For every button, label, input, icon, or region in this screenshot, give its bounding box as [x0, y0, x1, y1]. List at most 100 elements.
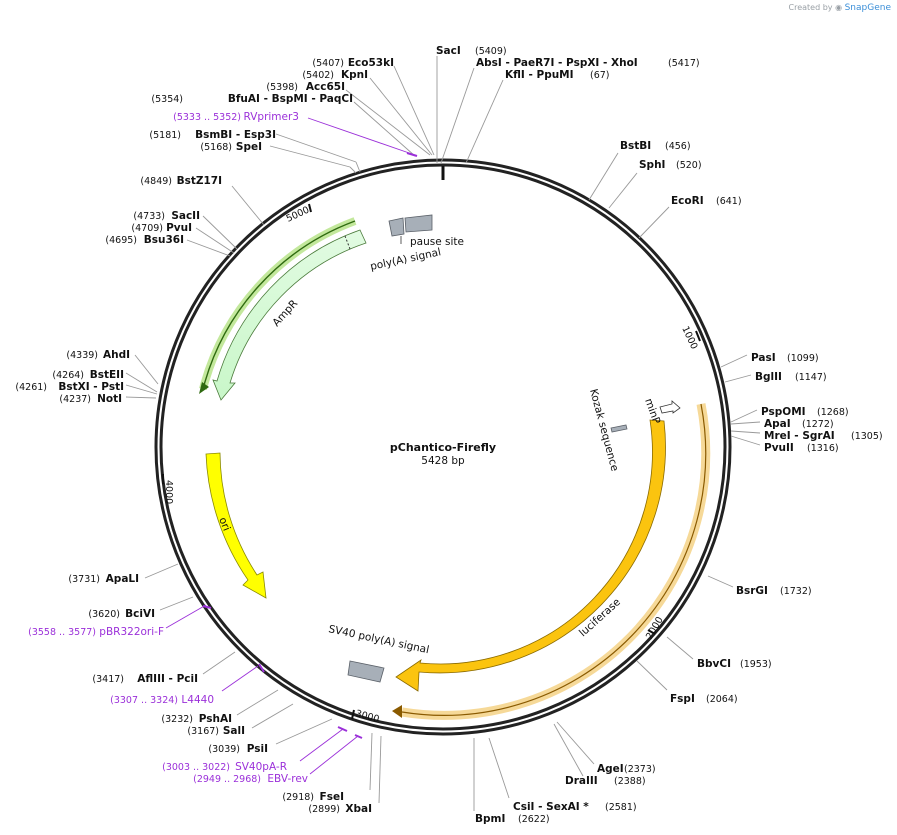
- site-spei[interactable]: SpeI (5168): [200, 141, 357, 174]
- site-bcivi[interactable]: BciVI (3620): [88, 596, 194, 620]
- site-pspomi[interactable]: PspOMI (1268): [730, 406, 849, 423]
- tick-1000-label: 1000: [679, 325, 699, 352]
- site-noti-name: NotI: [97, 393, 122, 405]
- feature-ampr[interactable]: AmpR: [199, 217, 367, 401]
- primer-ebv-rev-name: EBV-rev: [267, 773, 308, 785]
- primer-l4440-name: L4440: [181, 694, 214, 706]
- site-afliii-pos: (3417): [92, 674, 124, 685]
- primer-rvprimer3-pos: (5333 .. 5352): [173, 112, 241, 123]
- site-apali[interactable]: ApaLI (3731): [68, 563, 179, 585]
- site-draiii[interactable]: DraIII (2388): [553, 723, 646, 787]
- site-pasi-name: PasI: [751, 352, 776, 364]
- site-fsei-pos: (2918): [282, 792, 314, 803]
- feature-pause-site[interactable]: pause site: [400, 214, 464, 248]
- site-ahdi[interactable]: AhdI (4339): [66, 349, 159, 385]
- feature-kozak[interactable]: Kozak sequence: [587, 388, 628, 473]
- feature-minp[interactable]: minP: [642, 397, 681, 426]
- primer-ebv-rev[interactable]: EBV-rev (2949 .. 2968): [193, 734, 363, 785]
- site-acc65i-name: Acc65I: [306, 81, 345, 93]
- site-csii[interactable]: CsiI - SexAI * (2581): [488, 737, 637, 813]
- primer-pbr322ori-f-name: pBR322ori-F: [99, 626, 164, 638]
- site-kpni[interactable]: KpnI (5402): [302, 69, 433, 156]
- site-bsu36i-name: Bsu36I: [144, 234, 184, 246]
- tick-4000: 4000: [162, 474, 174, 504]
- site-bstxi[interactable]: BstXI - PstI (4261): [15, 381, 158, 395]
- backbone: [154, 158, 732, 736]
- site-xbai-pos: (2899): [308, 804, 340, 815]
- site-bpmi[interactable]: BpmI (2622): [473, 738, 550, 825]
- site-bglii[interactable]: BglII (1147): [724, 371, 827, 383]
- site-bpmi-name: BpmI: [475, 813, 505, 825]
- site-ecori[interactable]: EcoRI (641): [638, 195, 742, 239]
- sv40-polya-label: SV40 poly(A) signal: [327, 623, 430, 656]
- site-saci-name: SacI: [436, 45, 461, 57]
- site-saci-pos: (5409): [475, 46, 507, 57]
- site-acc65i[interactable]: Acc65I (5398): [266, 81, 431, 156]
- site-bstz17i[interactable]: BstZ17I (4849): [140, 175, 265, 226]
- site-afliii[interactable]: AflIII - PciI (3417): [92, 651, 236, 685]
- primer-pbr322ori-f[interactable]: pBR322ori-F (3558 .. 3577): [28, 604, 212, 638]
- site-fspi[interactable]: FspI (2064): [636, 660, 738, 705]
- primer-l4440-pos: (3307 .. 3324): [110, 695, 178, 706]
- primer-l4440[interactable]: L4440 (3307 .. 3324): [110, 663, 265, 706]
- site-sali-pos: (3167): [187, 726, 219, 737]
- site-bsu36i[interactable]: Bsu36I (4695): [105, 234, 231, 257]
- credit-brand: SnapGene: [844, 3, 891, 13]
- site-bsmbi-pos: (5181): [149, 130, 181, 141]
- feature-ori[interactable]: ori: [205, 452, 267, 599]
- site-sphi[interactable]: SphI (520): [608, 159, 702, 209]
- site-bfuai[interactable]: BfuAI - BspMI - PaqCI (5354): [151, 93, 416, 157]
- site-psii-name: PsiI: [247, 743, 268, 755]
- site-eco53ki-pos: (5407): [312, 58, 344, 69]
- site-csii-name: CsiI - SexAI *: [513, 801, 589, 813]
- site-pasi[interactable]: PasI (1099): [720, 352, 819, 368]
- site-pvuii-pos: (1316): [807, 443, 839, 454]
- site-ahdi-name: AhdI: [103, 349, 130, 361]
- site-bbvci[interactable]: BbvCI (1953): [666, 636, 772, 670]
- primer-sv40pa-r-name: SV40pA-R: [235, 761, 287, 773]
- site-apai-pos: (1272): [802, 419, 834, 430]
- site-pspomi-name: PspOMI: [761, 406, 806, 418]
- site-agei[interactable]: AgeI (2373): [556, 721, 656, 775]
- primer-ebv-rev-pos: (2949 .. 2968): [193, 774, 261, 785]
- site-pvui[interactable]: PvuI (4709): [131, 222, 235, 254]
- site-ecori-pos: (641): [716, 196, 742, 207]
- site-ahdi-pos: (4339): [66, 350, 98, 361]
- site-bsrgi[interactable]: BsrGI (1732): [707, 575, 812, 597]
- primer-rvprimer3[interactable]: RVprimer3 (5333 .. 5352): [173, 111, 418, 157]
- site-mrei[interactable]: MreI - SgrAI (1305): [730, 430, 883, 442]
- site-bstxi-pos: (4261): [15, 382, 47, 393]
- site-bstbi[interactable]: BstBI (456): [588, 140, 691, 201]
- site-apai[interactable]: ApaI (1272): [730, 418, 834, 430]
- site-bbvci-pos: (1953): [740, 659, 772, 670]
- site-xbai[interactable]: XbaI (2899): [308, 735, 382, 815]
- site-fsei[interactable]: FseI (2918): [282, 732, 373, 803]
- site-bglii-pos: (1147): [795, 372, 827, 383]
- site-psii[interactable]: PsiI (3039): [208, 718, 333, 755]
- site-bsmbi[interactable]: BsmBI - Esp3I (5181): [149, 129, 361, 173]
- site-eco53ki[interactable]: Eco53kI (5407): [312, 57, 435, 156]
- site-pshai[interactable]: PshAI (3232): [161, 689, 279, 725]
- tick-5000-label: 5000: [285, 205, 312, 225]
- site-noti[interactable]: NotI (4237): [59, 393, 157, 405]
- site-sacii-pos: (4733): [133, 211, 165, 222]
- site-bcivi-pos: (3620): [88, 609, 120, 620]
- site-kfli[interactable]: KflI - PpuMI (67): [465, 69, 610, 164]
- site-bsteii-pos: (4264): [52, 370, 84, 381]
- site-saci[interactable]: SacI (5409): [436, 45, 507, 163]
- site-sali[interactable]: SalI (3167): [187, 703, 294, 737]
- site-bfuai-name: BfuAI - BspMI - PaqCI: [228, 93, 353, 105]
- site-sacii[interactable]: SacII (4733): [133, 210, 238, 250]
- tick-1000: 1000: [679, 325, 701, 352]
- site-bsteii[interactable]: BstEII (4264): [52, 369, 158, 393]
- plasmid-name: pChantico-Firefly: [390, 441, 496, 454]
- site-pvuii[interactable]: PvuII (1316): [730, 435, 839, 454]
- site-kpni-name: KpnI: [341, 69, 368, 81]
- site-bglii-name: BglII: [755, 371, 782, 383]
- site-draiii-pos: (2388): [614, 776, 646, 787]
- site-kfli-pos: (67): [590, 70, 610, 81]
- primer-sv40pa-r[interactable]: SV40pA-R (3003 .. 3022): [162, 726, 348, 773]
- minp-label: minP: [642, 397, 662, 426]
- site-absi[interactable]: AbsI - PaeR7I - PspXI - XhoI (5417): [440, 57, 700, 164]
- site-bsteii-name: BstEII: [90, 369, 124, 381]
